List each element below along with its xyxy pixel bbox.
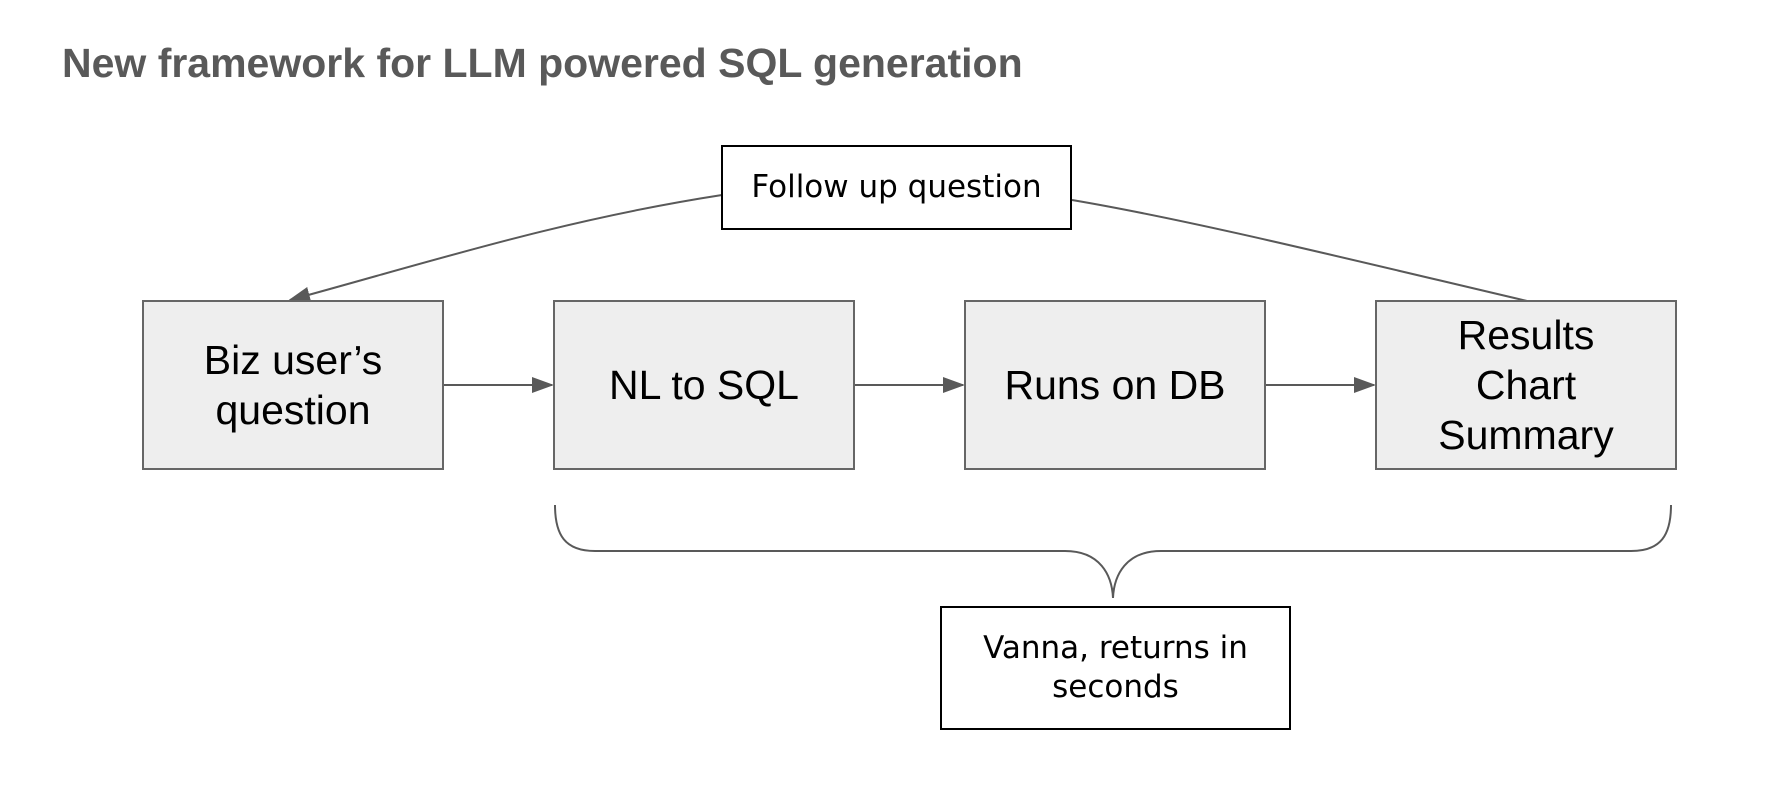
nl-to-sql-text: NL to SQL [609,362,799,408]
arrow-followup-to-biz-question [288,194,723,303]
vanna-note-text: Vanna, returns in seconds [983,630,1248,705]
vanna-note-box: Vanna, returns in seconds [940,606,1291,730]
runs-on-db-text: Runs on DB [1004,362,1226,408]
diagram-title: New framework for LLM powered SQL genera… [62,40,1023,86]
results-chart-summary-box: Results Chart Summary [1375,300,1677,470]
biz-user-question-text: Biz user’s question [203,337,383,433]
line-results-to-followup [1071,199,1528,302]
runs-on-db-box: Runs on DB [964,300,1266,470]
results-chart-summary-text: Results Chart Summary [1438,312,1614,458]
nl-to-sql-box: NL to SQL [553,300,855,470]
biz-user-question-box: Biz user’s question [142,300,444,470]
follow-up-question-text: Follow up question [751,169,1042,205]
curly-brace [554,504,1672,599]
follow-up-question-box: Follow up question [721,145,1072,230]
